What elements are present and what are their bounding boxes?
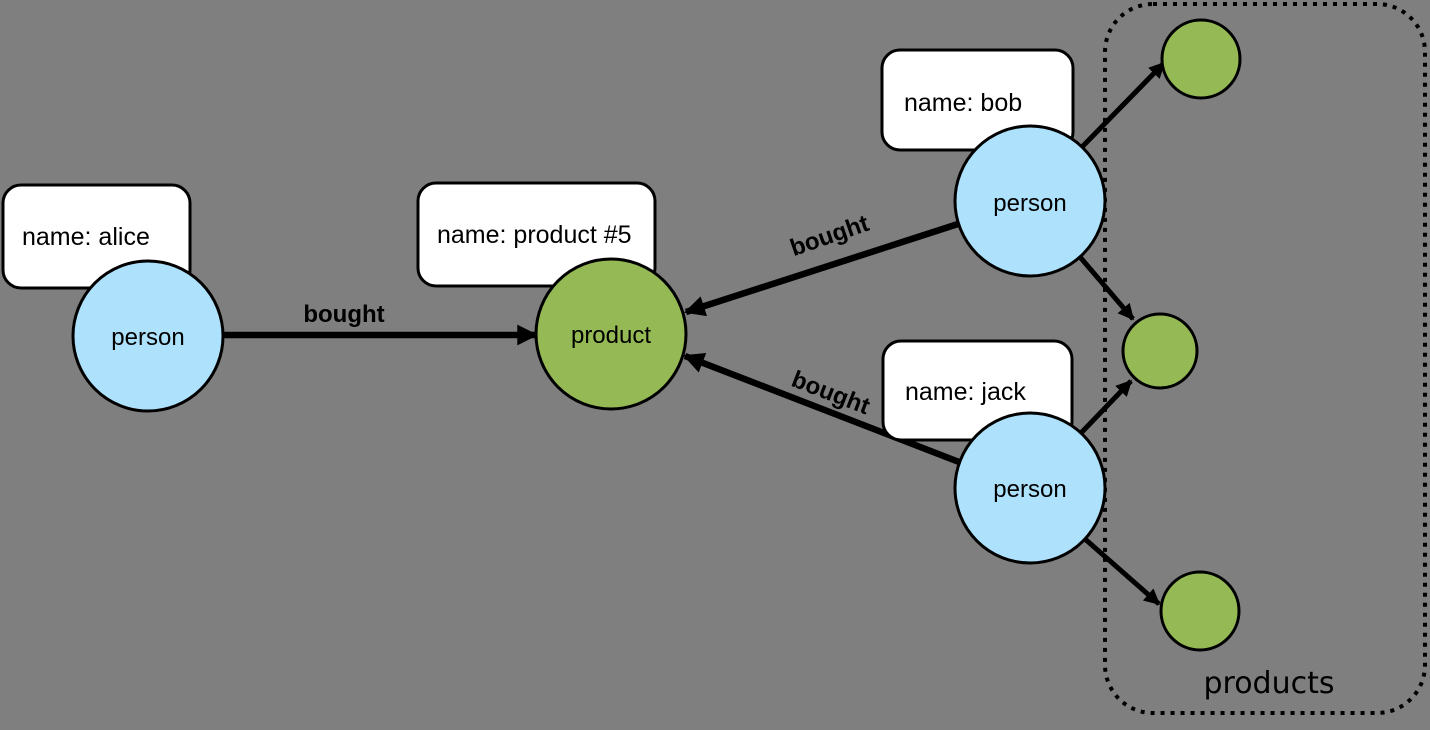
node-product xyxy=(534,257,688,411)
products-group-label: products xyxy=(1203,666,1334,701)
edge-bob-to-product-b xyxy=(1078,255,1135,321)
alice-property-label: name: alice xyxy=(22,223,150,251)
node-bob-label: person xyxy=(993,190,1066,217)
nodes: person product person person xyxy=(71,18,1242,652)
edge-bob-bought-product xyxy=(684,220,960,317)
node-alice xyxy=(71,259,225,413)
product-property-label: name: product #5 xyxy=(437,221,632,249)
node-jack xyxy=(953,411,1107,565)
edge-jack-to-product-c xyxy=(1083,537,1161,606)
bob-property-label: name: bob xyxy=(904,89,1022,117)
edge-bob-to-product-a xyxy=(1080,61,1166,149)
node-product-b xyxy=(1121,312,1199,390)
edge-jack-to-product-b xyxy=(1079,379,1133,435)
node-product-a xyxy=(1160,18,1242,100)
node-alice-label: person xyxy=(111,324,184,351)
edge-jack-bought-product xyxy=(683,352,961,466)
products-group-border xyxy=(1103,2,1427,715)
jack-property-label: name: jack xyxy=(905,378,1026,406)
products-group: products xyxy=(1103,2,1427,715)
edge-label-alice-bought: bought xyxy=(303,301,384,328)
node-product-label: product xyxy=(571,322,651,349)
node-product-c xyxy=(1159,570,1241,652)
node-bob xyxy=(953,124,1107,278)
node-jack-label: person xyxy=(993,476,1066,503)
